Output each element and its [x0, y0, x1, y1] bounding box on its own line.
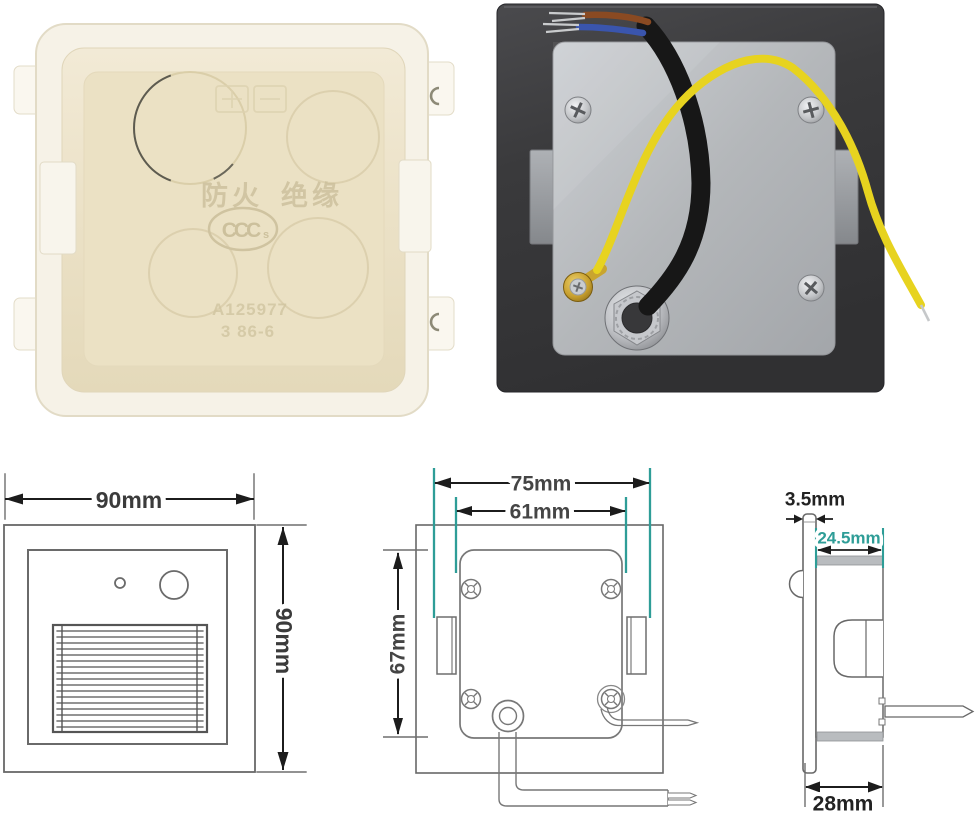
box-slot-left — [39, 161, 77, 255]
side-245-ext-teal — [814, 528, 885, 568]
side-wire-tab-bottom — [878, 718, 886, 726]
back-ground-wire — [600, 706, 700, 727]
arrow-right-icon — [868, 545, 882, 555]
front-louver-grille — [51, 623, 209, 734]
arrow-right-icon — [868, 781, 883, 793]
ground-wire-strand — [919, 304, 931, 322]
knockout-bottom-left — [148, 228, 238, 318]
live-wire-strands — [548, 11, 586, 23]
photo-mounting-box: 防火 绝缘 CCC s A125977 3 86-6 — [13, 23, 455, 417]
side-gland — [833, 619, 883, 678]
ccc-logo-suffix: s — [263, 229, 269, 241]
neutral-wire-strands — [542, 22, 580, 34]
arrow-up-icon — [277, 527, 289, 545]
side-body-top-strip — [816, 555, 884, 566]
arrow-right-icon — [236, 493, 254, 505]
back-ext-inner-teal — [454, 497, 628, 573]
front-width-label: 90mm — [96, 487, 162, 513]
side-body-depth-label: 24.5mm — [817, 529, 880, 548]
side-wire — [884, 705, 975, 718]
side-body-bottom-strip — [816, 731, 884, 742]
arrow-right-icon — [633, 477, 650, 489]
side-wire-tab-top — [878, 697, 886, 705]
front-ext-lines-top — [4, 473, 255, 520]
arrow-left-icon — [817, 545, 831, 555]
screw-bottom-right — [797, 274, 825, 302]
front-sensor-dot — [114, 577, 126, 589]
arrow-down-icon — [277, 752, 289, 770]
box-slot-right — [398, 159, 432, 253]
back-inner-width-label: 61mm — [510, 501, 571, 524]
ground-wire — [593, 54, 925, 309]
front-height-label: 90mm — [271, 608, 297, 674]
box-spec-code: 3 86-6 — [221, 322, 275, 341]
side-bezel — [802, 513, 817, 774]
arrow-left-icon — [434, 477, 451, 489]
arrow-up-icon — [393, 552, 403, 569]
side-bezel-thickness-label: 3.5mm — [785, 490, 845, 511]
photo-fixture-back — [496, 3, 931, 393]
side-28-ext-lines — [804, 745, 884, 807]
ccc-logo: CCC s — [207, 206, 279, 252]
box-floor — [83, 71, 385, 367]
arrow-left-icon — [805, 781, 820, 793]
embossed-text-fireproof: 防火 — [201, 181, 263, 212]
knockout-bottom-right — [267, 217, 369, 319]
screw-top-right — [797, 96, 825, 124]
box-ear-hook-bottom — [429, 312, 440, 332]
back-height-label: 67mm — [387, 614, 410, 675]
back-67-ext-lines — [383, 549, 428, 738]
arrow-right-icon — [794, 514, 803, 524]
diagram-front-view: 90mm 90mm — [3, 473, 307, 773]
screw-top-left — [564, 96, 592, 124]
embossed-text-insulated: 绝缘 — [281, 180, 343, 212]
back-cable — [498, 732, 698, 807]
front-sensor-circle — [159, 570, 189, 600]
back-plate — [459, 549, 623, 739]
box-ear-hook-top — [429, 86, 440, 106]
embossed-marks — [215, 85, 287, 113]
back-clips — [436, 616, 647, 675]
neutral-wire — [575, 23, 647, 37]
side-sensor-dome — [788, 569, 804, 599]
arrow-down-icon — [393, 718, 403, 735]
arrow-left-icon — [816, 514, 825, 524]
arrow-left-icon — [456, 506, 472, 516]
knockout-cut-arc — [133, 74, 172, 182]
side-total-depth-label: 28mm — [813, 793, 874, 814]
arrow-left-icon — [5, 493, 23, 505]
diagram-back-view: 75mm 61mm 67mm — [382, 468, 700, 807]
mains-cable — [636, 16, 711, 316]
back-screws — [460, 578, 626, 714]
box-model-code: A125977 — [212, 300, 288, 319]
back-outer-width-label: 75mm — [511, 473, 572, 496]
ccc-logo-text: CCC — [222, 219, 261, 242]
diagram-side-view: 3.5mm 24.5mm 28mm — [781, 486, 975, 814]
live-wire — [581, 11, 652, 26]
knockout-cut-arc2 — [213, 163, 234, 180]
back-ext-outer-teal — [432, 468, 652, 618]
back-gland-inner — [498, 706, 518, 726]
arrow-right-icon — [610, 506, 626, 516]
front-ext-lines-right — [256, 524, 307, 773]
knockout-top-right — [286, 90, 380, 184]
